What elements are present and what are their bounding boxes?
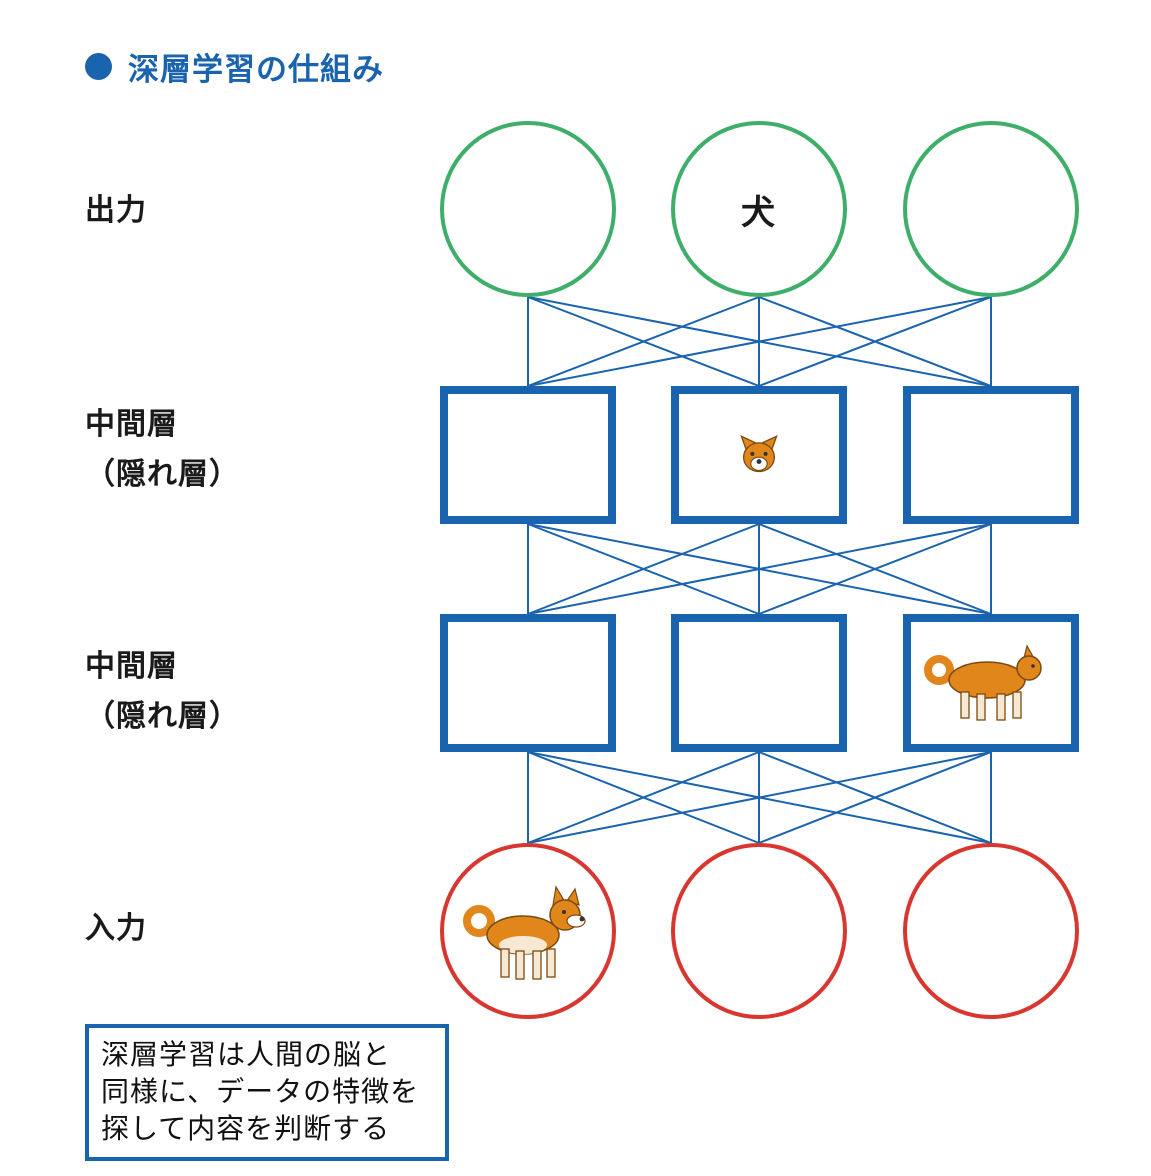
label-hidden-layer-2: 中間層 （隠れ層） [85,642,240,742]
connection-line-gap1 [527,296,760,387]
connection-line-gap2 [527,523,760,615]
caption-box: 深層学習は人間の脳と 同様に、データの特徴を 探して内容を判断する [85,1024,449,1161]
label-input-layer: 入力 [85,904,147,954]
dog-face-icon [740,435,778,473]
connection-line-gap3 [758,751,992,844]
dog-body-icon [924,644,1042,721]
input-node-2 [671,843,847,1019]
hidden1-node-1 [440,386,616,524]
caption-line-1: 深層学習は人間の脳と [101,1038,392,1071]
label-hidden1-line1: 中間層 [85,407,178,442]
connection-line-gap3 [527,751,992,844]
hidden2-node-2 [671,614,847,752]
connection-line-gap2 [527,523,992,615]
hidden1-node-3 [903,386,1079,524]
connection-line-gap1 [758,296,992,387]
caption-line-2: 同様に、データの特徴を [101,1075,420,1108]
input-node-3 [903,843,1079,1019]
label-output-layer: 出力 [85,186,147,236]
label-output-line: 出力 [85,193,147,228]
hidden2-node-1 [440,614,616,752]
output-node-3 [903,121,1079,297]
hidden1-node-2 [671,386,847,524]
bullet-circle-icon [85,53,112,80]
output-node-1 [440,121,616,297]
label-hidden2-line2: （隠れ層） [85,699,240,734]
diagram-title: 深層学習の仕組み [85,44,384,89]
label-hidden2-line1: 中間層 [85,649,178,684]
output-node-2-text: 犬 [741,192,777,233]
connection-line-gap2 [758,523,992,615]
input-node-1 [440,843,616,1019]
caption-line-3: 探して内容を判断する [101,1112,391,1145]
label-hidden1-line2: （隠れ層） [85,457,240,492]
hidden2-node-3 [903,614,1079,752]
output-node-2: 犬 [671,121,847,297]
connection-line-gap3 [527,751,760,844]
label-hidden-layer-1: 中間層 （隠れ層） [85,400,240,500]
diagram-title-text: 深層学習の仕組み [128,52,384,88]
dog-full-icon [463,885,586,980]
label-input-line: 入力 [85,911,147,946]
connection-line-gap1 [527,296,992,387]
